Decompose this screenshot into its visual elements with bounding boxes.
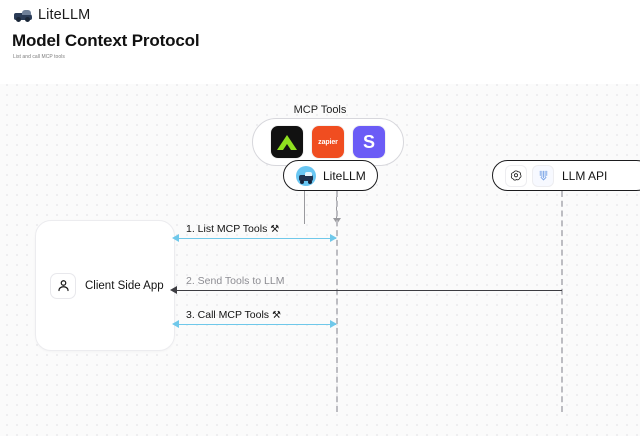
message-2-label: 2. Send Tools to LLM [186,275,284,287]
user-icon [50,272,76,299]
page-title: Model Context Protocol [12,31,200,50]
mcp-tools-group: zapier S [252,118,404,166]
tool-icon-triangle[interactable] [271,126,303,158]
tools-glyph-icon: ⚒ [271,310,281,321]
lifeline-llm-api [561,191,563,412]
tool-icon-s[interactable]: S [353,126,385,158]
litellm-node-label: LiteLLM [323,168,366,183]
message-3-text: 3. Call MCP Tools [186,309,270,321]
brand-bar: LiteLLM [0,0,640,30]
arrow-up-to-mcp-tools-line [304,172,306,224]
message-3-line [176,324,336,326]
message-1-arrow-right [330,234,337,242]
openai-icon [505,164,527,187]
message-3-arrow-right [330,320,337,328]
message-2-arrow-left [170,286,177,294]
diagram-canvas: MCP Tools zapier S [0,68,640,436]
litellm-node[interactable]: LiteLLM [283,160,378,191]
message-3-arrow-left [172,320,179,328]
message-1-label: 1. List MCP Tools ⚒ [186,223,279,235]
client-side-app-label: Client Side App [85,279,164,292]
message-2-text: 2. Send Tools to LLM [186,275,285,287]
tool-icon-s-label: S [362,132,375,152]
message-2-line [176,290,562,292]
brand-name: LiteLLM [38,7,91,23]
truck-logo-icon [14,8,32,22]
tool-icon-zapier-label: zapier [318,138,338,146]
message-1-line [176,238,336,240]
tools-glyph-icon: ⚒ [270,224,280,235]
message-3-label: 3. Call MCP Tools ⚒ [186,309,281,321]
message-1-text: 1. List MCP Tools [186,223,268,235]
mcp-tools-label: MCP Tools [293,104,347,116]
litellm-truck-icon [296,165,316,186]
llm-api-node-label: LLM API [562,168,608,183]
client-side-app-node[interactable]: Client Side App [35,220,175,351]
page-subtitle: List and call MCP tools [13,54,65,60]
llm-api-node[interactable]: LLM API [492,160,640,191]
lifeline-litellm [336,191,338,412]
canvas-top-fade [0,68,640,84]
anthropic-icon [532,164,554,187]
tool-icon-zapier[interactable]: zapier [312,126,344,158]
message-1-arrow-left [172,234,179,242]
